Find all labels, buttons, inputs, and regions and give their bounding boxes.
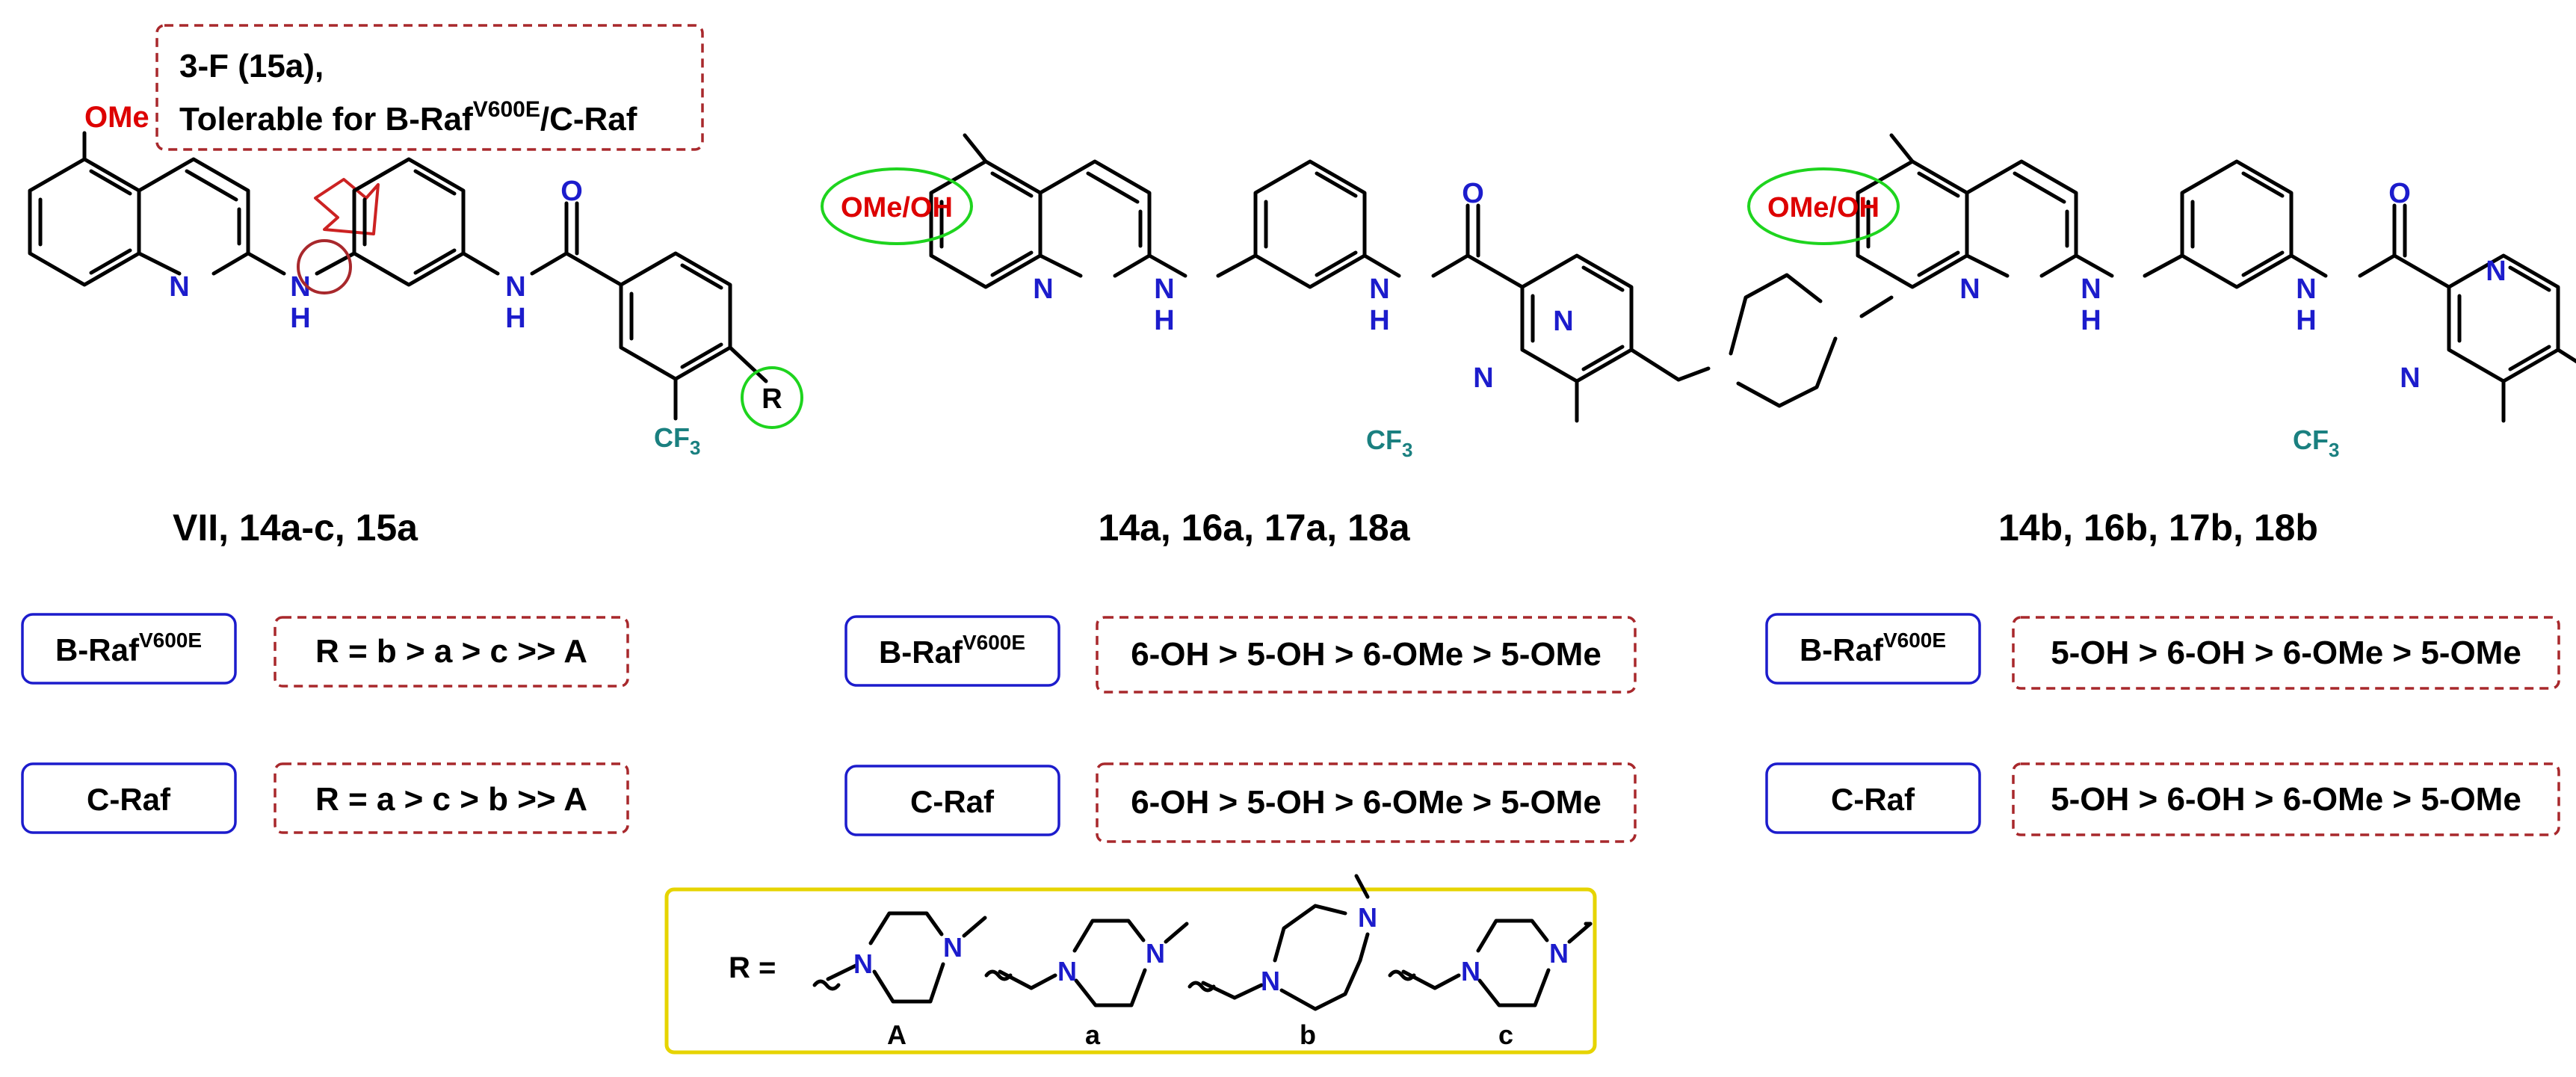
structure-3: OMe/OH N N H N H O N N CF3 <box>1747 133 2576 461</box>
braf-order: 5-OH > 6-OH > 6-OMe > 5-OMe <box>2051 635 2521 671</box>
amide-n: N <box>2296 274 2316 305</box>
amide-o: O <box>560 176 583 207</box>
substituent-ome-oh: OMe/OH <box>1767 192 1880 223</box>
craf-order-box <box>274 762 629 834</box>
group-a: N N A <box>812 911 987 1050</box>
craf-order-box <box>2012 762 2560 836</box>
group-label-b: b <box>1300 1019 1316 1050</box>
structure-2: OMe/OH N N H N H O N N CF3 <box>821 133 1894 461</box>
braf-order-box <box>2012 616 2560 690</box>
substituent-ome: OMe <box>84 101 149 134</box>
braf-order-box <box>274 616 629 688</box>
craf-label: C-Raf <box>1831 782 1915 817</box>
n-atom: N <box>1461 956 1480 987</box>
r-label: R <box>762 383 782 415</box>
piperazine-n1: N <box>1473 362 1493 394</box>
n-atom: N <box>1261 966 1280 996</box>
braf-order: R = b > a > c >> A <box>315 633 587 670</box>
braf-label-box <box>844 615 1060 687</box>
braf-label: B-RafV600E <box>1800 629 1946 667</box>
group-c: N N c <box>1388 919 1593 1050</box>
n-atom: N <box>943 932 963 963</box>
craf-order: 6-OH > 5-OH > 6-OMe > 5-OMe <box>1131 784 1601 821</box>
craf-label-box <box>21 762 237 834</box>
craf-order-box <box>1096 762 1637 843</box>
nh-h: H <box>290 303 310 334</box>
group-label-c: c <box>1498 1019 1513 1050</box>
amide-o: O <box>1462 178 1484 209</box>
craf-label: C-Raf <box>910 784 995 819</box>
n-atom: N <box>1057 956 1077 987</box>
position-3-circle <box>297 239 352 294</box>
nh-h: H <box>1154 305 1174 336</box>
craf-order: R = a > c > b >> A <box>315 781 587 818</box>
group-label-a-lower: a <box>1085 1019 1101 1050</box>
caption-structure-2: 14a, 16a, 17a, 18a <box>1098 507 1410 549</box>
quinoline-n: N <box>1033 274 1053 305</box>
amide-o: O <box>2388 178 2411 209</box>
amide-n: N <box>505 271 525 303</box>
ome-oh-highlight <box>1747 167 1900 245</box>
amide-h: H <box>2296 305 2316 336</box>
n-atom: N <box>1549 938 1569 969</box>
nh-n: N <box>1154 274 1174 305</box>
ome-oh-highlight <box>821 167 973 245</box>
braf-label: B-RafV600E <box>879 631 1025 670</box>
quinoline-n: N <box>1959 274 1980 305</box>
braf-order: 6-OH > 5-OH > 6-OMe > 5-OMe <box>1131 636 1601 673</box>
craf-label-box <box>1765 762 1981 834</box>
braf-order-box <box>1096 616 1637 694</box>
craf-label: C-Raf <box>87 782 171 817</box>
cf3-label: CF3 <box>654 422 700 459</box>
piperazine-n2: N <box>1553 306 1573 337</box>
substituent-ome-oh: OMe/OH <box>841 192 953 223</box>
amide-n: N <box>1369 274 1389 305</box>
r-highlight-circle <box>741 366 803 429</box>
callout-line1: 3-F (15a), <box>179 48 324 84</box>
braf-label: B-RafV600E <box>55 629 202 667</box>
diazepane-n1: N <box>2400 362 2420 394</box>
amide-h: H <box>1369 305 1389 336</box>
quinoline-n: N <box>169 271 189 303</box>
n-atom: N <box>853 948 873 979</box>
callout-line2: Tolerable for B-RafV600E/C-Raf <box>179 97 637 138</box>
group-b: N N b <box>1187 874 1377 1050</box>
n-atom: N <box>1146 938 1165 969</box>
group-a-lower: N N a <box>984 919 1189 1050</box>
caption-structure-1: VII, 14a-c, 15a <box>173 507 418 549</box>
braf-label-box <box>21 613 237 685</box>
n-atom: N <box>1358 902 1377 933</box>
r-group-legend <box>664 887 1597 1055</box>
braf-label-box <box>1765 613 1981 685</box>
craf-order: 5-OH > 6-OH > 6-OMe > 5-OMe <box>2051 781 2521 818</box>
amide-h: H <box>505 303 525 334</box>
group-label-a: A <box>887 1019 906 1050</box>
nh-n: N <box>2081 274 2101 305</box>
craf-label-box <box>844 765 1060 836</box>
structure-1: OMe N N H N H O CF3 R <box>30 101 803 459</box>
hollow-arrow-icon <box>314 178 380 235</box>
nh-h: H <box>2081 305 2101 336</box>
cf3-label: CF3 <box>2293 425 2339 461</box>
diazepane-n2: N <box>2486 256 2506 287</box>
caption-structure-3: 14b, 16b, 17b, 18b <box>1998 507 2318 549</box>
legend-r-eq: R = <box>729 951 776 984</box>
callout-box <box>155 24 704 151</box>
cf3-label: CF3 <box>1366 425 1412 461</box>
